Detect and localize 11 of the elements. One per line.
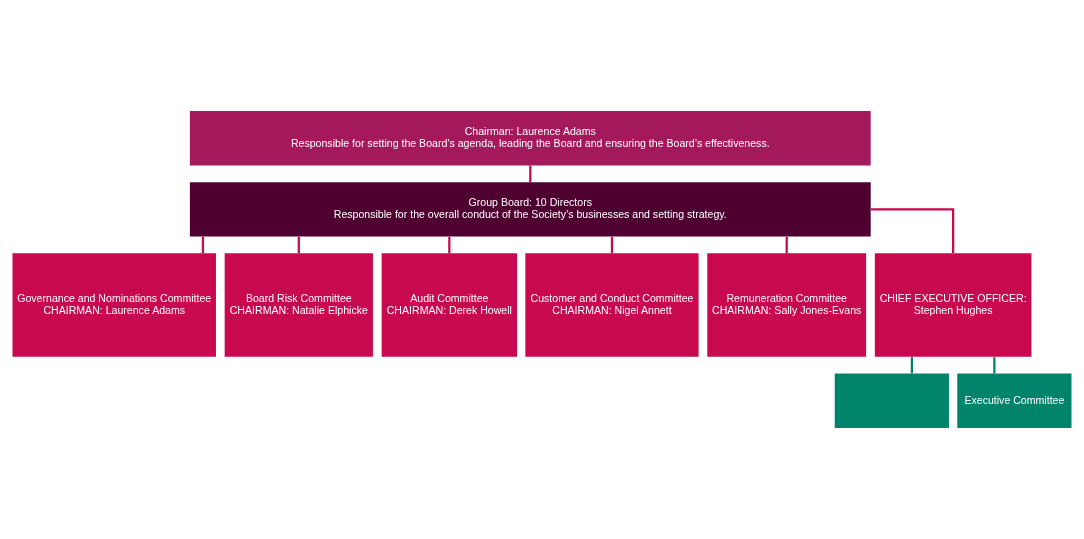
node-box: Chairman: Laurence Adams Responsible for setting the Board’s agenda, leading the Board and ensuring the Board’s effectiveness. xyxy=(189,111,871,166)
node-box: Board Risk Committee CHAIRMAN: Natalie Elphicke xyxy=(224,253,373,357)
node-box: Group Board: 10 Directors Responsible for the overall conduct of the Society’s businesses and setting strategy. xyxy=(189,182,871,237)
connector xyxy=(870,208,955,253)
node-box: Audit Committee CHAIRMAN: Derek Howell xyxy=(381,253,518,357)
node-box xyxy=(834,373,949,428)
node-box: Remuneration Committee CHAIRMAN: Sally Jones-Evans xyxy=(707,253,867,357)
node-box: CHIEF EXECUTIVE OFFICER: Stephen Hughes xyxy=(874,253,1032,357)
node-box: Executive Committee xyxy=(957,373,1072,428)
node-box: Customer and Conduct Committee CHAIRMAN: Nigel Annett xyxy=(525,253,699,357)
node-box: Governance and Nominations Committee CHAIRMAN: Laurence Adams xyxy=(12,253,216,357)
